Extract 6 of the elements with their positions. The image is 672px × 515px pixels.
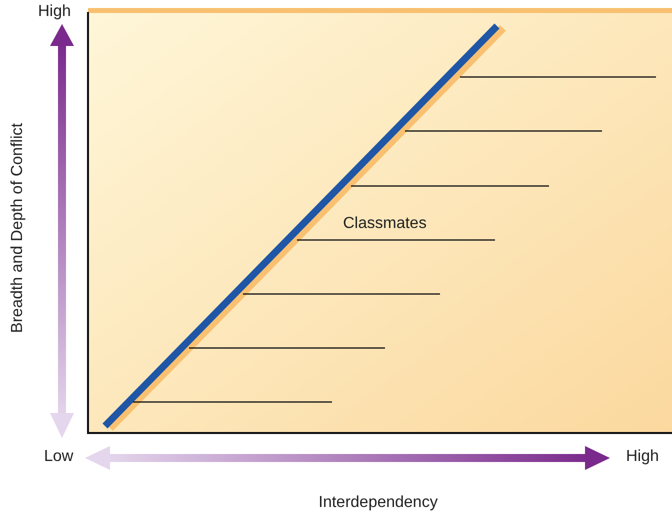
axis-tick-label: Low: [44, 448, 74, 466]
axis-title: Interdependency: [318, 494, 438, 512]
axis-tick-label: High: [626, 448, 659, 466]
axis-title: Breadth and Depth of Conflict: [8, 123, 27, 333]
axis-tick-label: High: [38, 3, 71, 21]
line-label: Classmates: [343, 215, 427, 233]
